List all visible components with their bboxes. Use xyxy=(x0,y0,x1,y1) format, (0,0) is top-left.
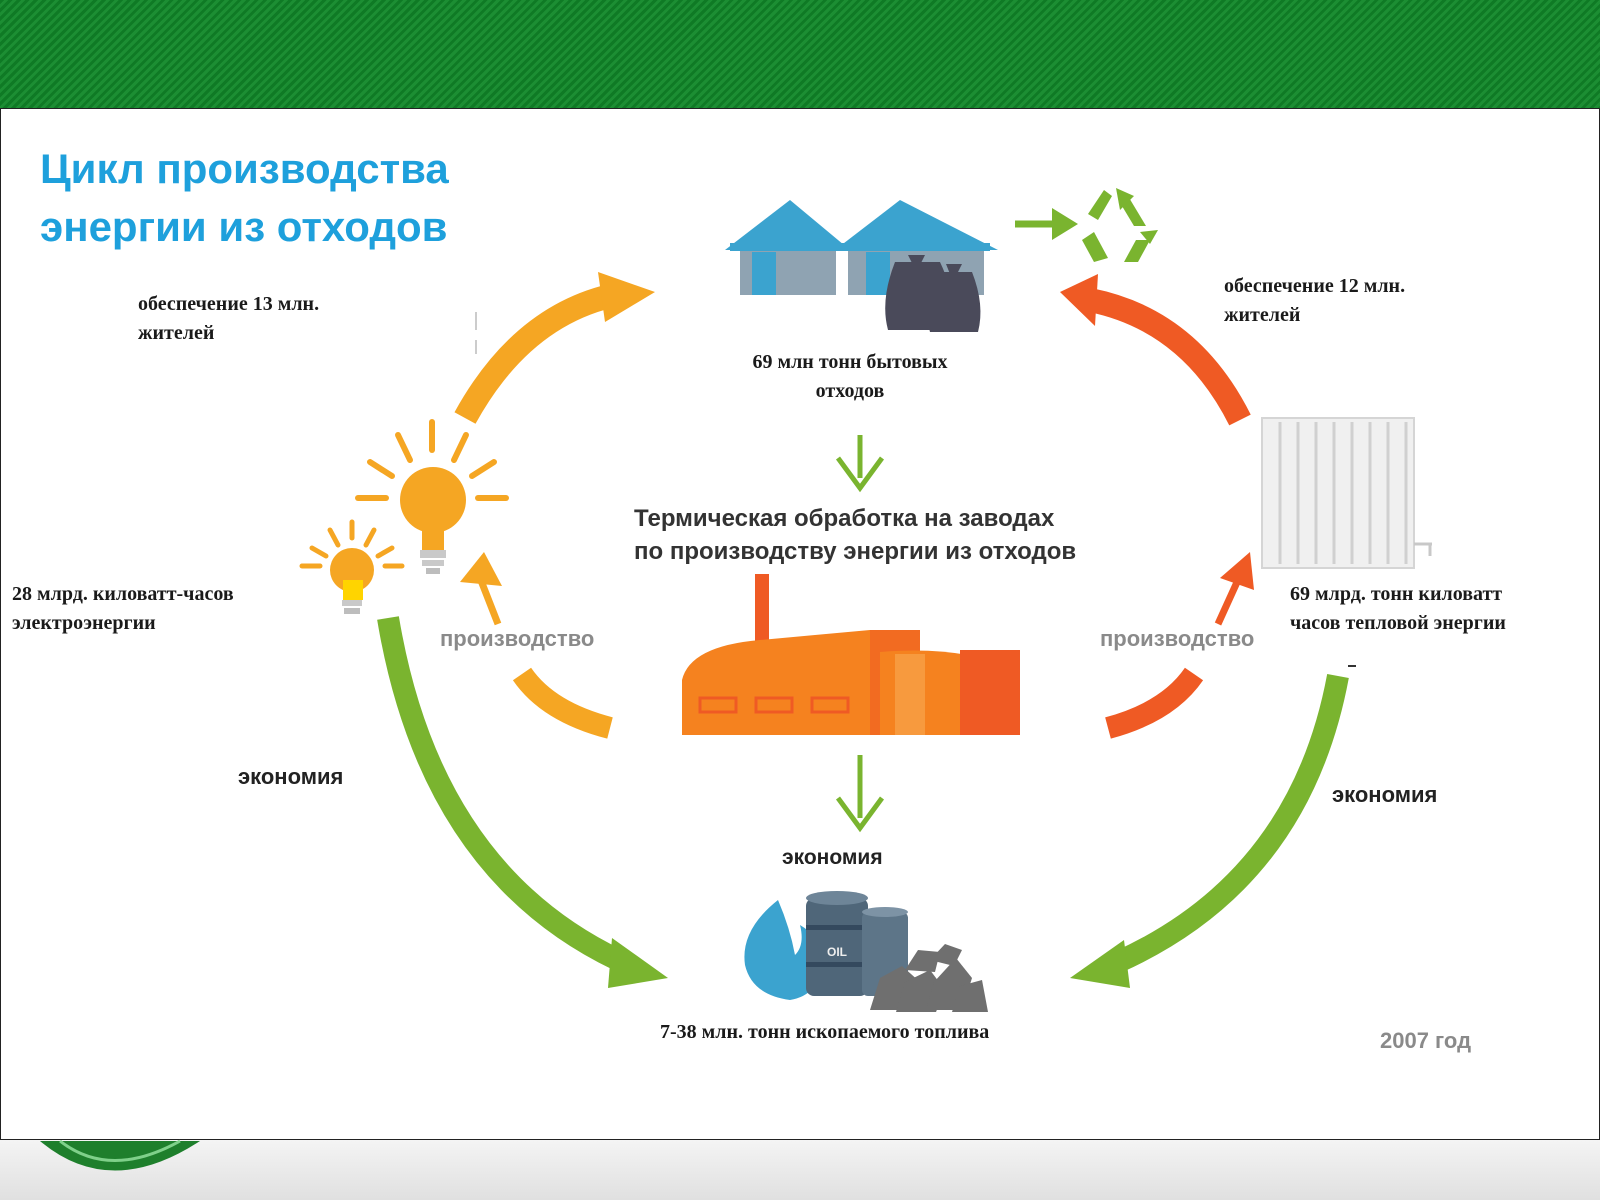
lightbulb-icon xyxy=(299,419,509,614)
heat-line-1: 69 млрд. тонн киловатт xyxy=(1290,583,1503,605)
page-title: Цикл производства энергии из отходов xyxy=(40,140,600,256)
supply-left-label: обеспечение 13 млн. жителей xyxy=(138,290,319,348)
arrow-production-electricity-icon xyxy=(460,552,613,739)
gas-flame-icon xyxy=(744,900,822,1000)
waste-line-1: 69 млн тонн бытовых xyxy=(752,351,948,373)
title-line-1: Цикл производства xyxy=(40,145,449,192)
arrow-treatment-to-savings-icon xyxy=(835,755,885,833)
factory-icon xyxy=(682,574,1020,735)
supply-right-line-1: обеспечение 12 млн. xyxy=(1224,275,1406,297)
arrow-heat-to-homes-icon xyxy=(1060,274,1251,426)
arrow-production-heat-icon xyxy=(1105,552,1254,739)
bottom-band xyxy=(0,1140,1600,1200)
electricity-line-2: электроэнергии xyxy=(12,612,156,634)
supply-right-label: обеспечение 12 млн. жителей xyxy=(1224,272,1405,330)
arrow-economy-left-icon xyxy=(377,616,668,988)
thermal-line-1: Термическая обработка на заводах xyxy=(634,505,1055,532)
title-line-2: энергии из отходов xyxy=(40,203,448,250)
leaf-decoration-icon xyxy=(40,1139,200,1171)
electricity-line-1: 28 млрд. киловатт-часов xyxy=(12,583,234,605)
garbage-bags-icon xyxy=(885,255,981,332)
production-right-label: производство xyxy=(1100,626,1255,651)
top-green-band xyxy=(0,0,1600,108)
arrow-electricity-to-homes-icon xyxy=(454,272,655,424)
supply-left-line-1: обеспечение 13 млн. xyxy=(138,293,320,315)
recycle-icon xyxy=(1082,188,1158,262)
oil-barrel-label: OIL xyxy=(827,945,847,959)
supply-left-line-2: жителей xyxy=(138,322,215,344)
supply-right-line-2: жителей xyxy=(1224,304,1301,326)
economy-center-label: экономия xyxy=(782,846,883,869)
arrow-waste-to-treatment-icon xyxy=(835,435,885,493)
fuel-label: 7-38 млн. тонн ископаемого топлива xyxy=(660,1021,990,1043)
waste-line-2: отходов xyxy=(815,380,885,402)
heat-label: 69 млрд. тонн киловатт часов тепловой эн… xyxy=(1290,580,1506,638)
arrow-to-recycle-icon xyxy=(1015,208,1078,240)
thermal-processing-label: Термическая обработка на заводах по прои… xyxy=(634,502,1076,568)
economy-right-label: экономия xyxy=(1332,782,1438,807)
electricity-label: 28 млрд. киловатт-часов электроэнергии xyxy=(12,580,234,638)
arrow-economy-right-icon xyxy=(1070,673,1349,988)
production-left-label: производство xyxy=(440,626,595,651)
radiator-icon xyxy=(1261,417,1432,569)
year-label: 2007 год xyxy=(1380,1028,1472,1053)
waste-label: 69 млн тонн бытовых отходов xyxy=(700,348,1000,406)
thermal-line-2: по производству энергии из отходов xyxy=(634,538,1077,565)
economy-left-label: экономия xyxy=(238,764,344,789)
heat-line-2: часов тепловой энергии xyxy=(1290,612,1506,634)
coal-icon xyxy=(870,944,988,1012)
